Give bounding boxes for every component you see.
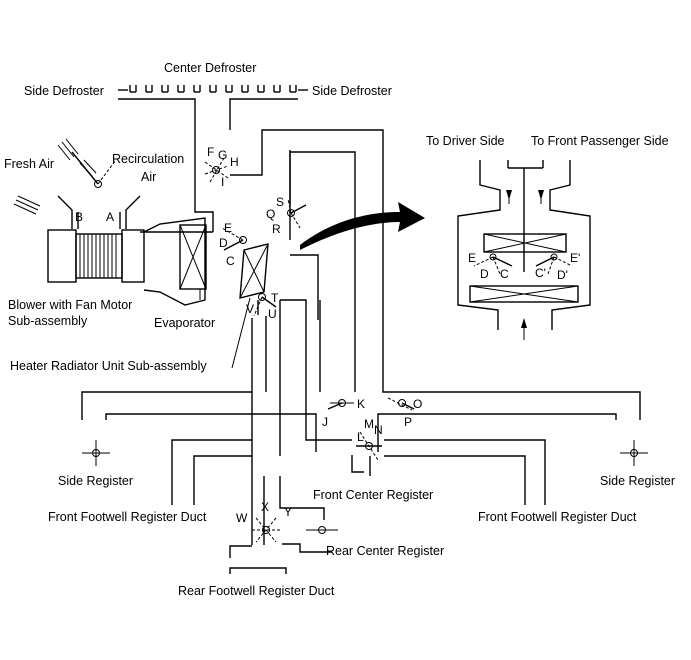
- inset-letter-c-prime: C': [535, 266, 546, 280]
- inset-letter-d: D: [480, 267, 489, 281]
- upper-dampers: [204, 157, 307, 317]
- inset-split-diagram: [457, 160, 591, 340]
- rear-center-register-label: Rear Center Register: [326, 544, 444, 558]
- to-front-passenger-side-label: To Front Passenger Side: [531, 134, 669, 148]
- side-register-right-label: Side Register: [600, 474, 675, 488]
- evaporator-label: Evaporator: [154, 316, 215, 330]
- side-register-left-label: Side Register: [58, 474, 133, 488]
- evaporator-core: [179, 224, 207, 300]
- inset-letter-c: C: [500, 267, 509, 281]
- damper-letter-y: Y: [284, 505, 292, 519]
- damper-letter-l: L: [357, 430, 364, 444]
- damper-letter-t: T: [271, 291, 279, 305]
- center-defroster-label: Center Defroster: [164, 61, 256, 75]
- damper-letter-x: X: [261, 500, 269, 514]
- mid-ducts: [251, 299, 307, 392]
- side-defroster-left-label: Side Defroster: [24, 84, 104, 98]
- damper-letter-s: S: [276, 195, 284, 209]
- inset-letter-e: E: [468, 251, 476, 265]
- defroster-outlets: [118, 85, 308, 220]
- lower-ducts: [81, 391, 617, 574]
- damper-letter-o: O: [413, 397, 422, 411]
- damper-letter-d: D: [219, 236, 228, 250]
- damper-letter-a: A: [106, 210, 114, 224]
- lower-dampers: [82, 397, 648, 543]
- recirculation-label: Recirculation: [112, 152, 184, 166]
- damper-letter-g: G: [218, 148, 227, 162]
- damper-letter-v: V: [246, 302, 254, 316]
- blower-label-line2: Sub-assembly: [8, 314, 88, 328]
- front-center-register-label: Front Center Register: [313, 488, 433, 502]
- damper-letter-c: C: [226, 254, 235, 268]
- damper-letter-e: E: [224, 221, 232, 235]
- rear-footwell-label: Rear Footwell Register Duct: [178, 584, 335, 598]
- front-footwell-left-label: Front Footwell Register Duct: [48, 510, 207, 524]
- heater-radiator-label: Heater Radiator Unit Sub-assembly: [10, 359, 207, 373]
- damper-letter-b: B: [75, 210, 83, 224]
- fresh-air-label: Fresh Air: [4, 157, 54, 171]
- damper-letter-r: R: [272, 222, 281, 236]
- damper-letter-j: J: [322, 415, 328, 429]
- damper-letter-p: P: [404, 415, 412, 429]
- recirculation-air-label: Air: [141, 170, 156, 184]
- blower-label-line1: Blower with Fan Motor: [8, 298, 132, 312]
- damper-letter-n: N: [374, 423, 383, 437]
- inset-letter-e-prime: E': [570, 251, 580, 265]
- damper-letter-i: I: [221, 175, 224, 189]
- to-driver-side-label: To Driver Side: [426, 134, 505, 148]
- damper-letter-w: W: [236, 511, 248, 525]
- damper-letter-u: U: [268, 307, 277, 321]
- front-footwell-right-label: Front Footwell Register Duct: [478, 510, 637, 524]
- blower-fan-motor: [13, 138, 206, 306]
- damper-letter-q: Q: [266, 207, 275, 221]
- damper-letter-k: K: [357, 397, 365, 411]
- flow-arrow: [300, 202, 425, 250]
- damper-letter-f: F: [207, 145, 214, 159]
- heater-radiator-core: [231, 243, 269, 369]
- damper-letter-m: M: [364, 417, 374, 431]
- upper-ducts: [140, 129, 641, 420]
- inset-letter-d-prime: D': [557, 268, 568, 282]
- damper-letter-h: H: [230, 155, 239, 169]
- side-defroster-right-label: Side Defroster: [312, 84, 392, 98]
